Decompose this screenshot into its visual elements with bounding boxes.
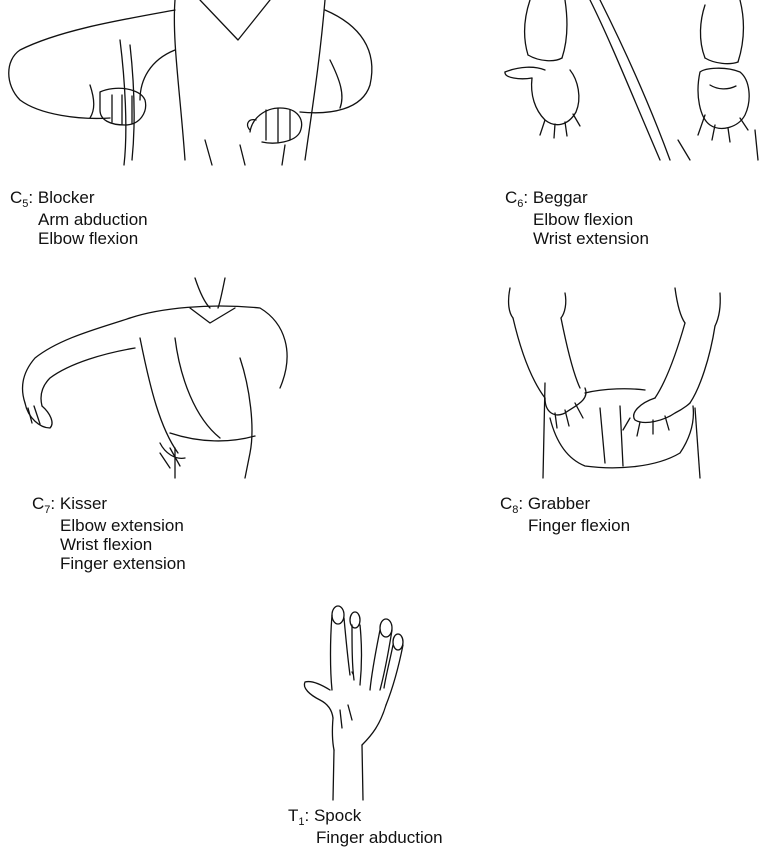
movement-item: Finger extension	[32, 554, 186, 573]
blocker-illustration	[0, 0, 380, 170]
root-letter: T	[288, 806, 298, 825]
panel-name: : Blocker	[28, 188, 94, 207]
movement-item: Finger flexion	[500, 516, 630, 535]
root-letter: C	[505, 188, 517, 207]
movement-item: Elbow flexion	[10, 229, 148, 248]
movement-item: Elbow extension	[32, 516, 186, 535]
kisser-illustration	[10, 278, 300, 478]
root-number: 6	[517, 198, 523, 210]
movement-item: Wrist extension	[505, 229, 649, 248]
grabber-illustration	[495, 288, 725, 478]
root-letter: C	[32, 494, 44, 513]
caption-c8: C8: Grabber Finger flexion	[500, 494, 630, 535]
movement-item: Wrist flexion	[32, 535, 186, 554]
panel-name: : Beggar	[523, 188, 587, 207]
root-label-t1: T1: Spock	[288, 806, 443, 828]
movement-item: Finger abduction	[288, 828, 443, 847]
caption-c6: C6: Beggar Elbow flexion Wrist extension	[505, 188, 649, 248]
caption-c5: C5: Blocker Arm abduction Elbow flexion	[10, 188, 148, 248]
root-label-c8: C8: Grabber	[500, 494, 630, 516]
panel-name: : Spock	[305, 806, 362, 825]
panel-name: : Grabber	[518, 494, 590, 513]
root-number: 5	[22, 198, 28, 210]
beggar-illustration	[500, 0, 768, 170]
root-label-c6: C6: Beggar	[505, 188, 649, 210]
caption-t1: T1: Spock Finger abduction	[288, 806, 443, 847]
movement-item: Elbow flexion	[505, 210, 649, 229]
spock-illustration	[300, 600, 420, 800]
root-number: 8	[512, 504, 518, 516]
root-number: 1	[298, 816, 304, 828]
root-letter: C	[500, 494, 512, 513]
root-label-c5: C5: Blocker	[10, 188, 148, 210]
root-label-c7: C7: Kisser	[32, 494, 186, 516]
panel-name: : Kisser	[50, 494, 107, 513]
caption-c7: C7: Kisser Elbow extension Wrist flexion…	[32, 494, 186, 573]
root-letter: C	[10, 188, 22, 207]
root-number: 7	[44, 504, 50, 516]
movement-item: Arm abduction	[10, 210, 148, 229]
